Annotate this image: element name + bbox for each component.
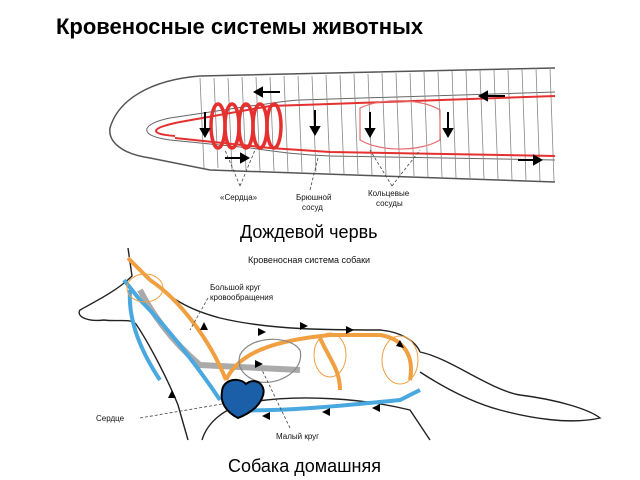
- dog-caption: Собака домашняя: [228, 456, 381, 476]
- dog-heart: [220, 378, 265, 420]
- worm-pointer-lines: [224, 149, 421, 191]
- dog-arterial-system: [126, 256, 413, 391]
- dog-label-heart: Сердце: [96, 414, 125, 423]
- worm-label-hearts: «Сердца»: [220, 193, 258, 202]
- dog-pointer-lines: [139, 297, 291, 429]
- worm-gut-outline: [146, 91, 556, 161]
- worm-gut-swelling: [359, 100, 441, 150]
- dog-label-small: Малый круг: [276, 432, 319, 441]
- dog-header: Кровеносная система собаки: [248, 255, 370, 265]
- dog-diagram: Кровеносная система собаки: [78, 247, 602, 441]
- dog-label-big-1: Большой круг: [210, 283, 261, 292]
- earthworm-diagram: «Сердца» Брюшной сосуд Кольцевые сосуды: [109, 67, 556, 212]
- worm-hearts: [209, 102, 283, 150]
- worm-label-ventral-2: сосуд: [302, 203, 323, 212]
- worm-label-ring-2: сосуды: [376, 199, 403, 208]
- worm-label-ventral-1: Брюшной: [296, 193, 331, 202]
- page-title: Кровеносные системы животных: [56, 14, 424, 39]
- worm-caption: Дождевой червь: [240, 222, 378, 242]
- dog-label-big-2: кровообращения: [210, 293, 273, 302]
- dog-body-outline: [78, 247, 602, 441]
- dog-capillary-beds: [126, 273, 419, 385]
- dog-esophagus: [137, 288, 301, 373]
- worm-flow-arrows: [199, 86, 544, 166]
- worm-label-ring-1: Кольцевые: [368, 189, 410, 198]
- dog-flow-arrows: [168, 322, 404, 420]
- worm-body-outline: [109, 67, 556, 183]
- dog-lungs: [238, 338, 302, 383]
